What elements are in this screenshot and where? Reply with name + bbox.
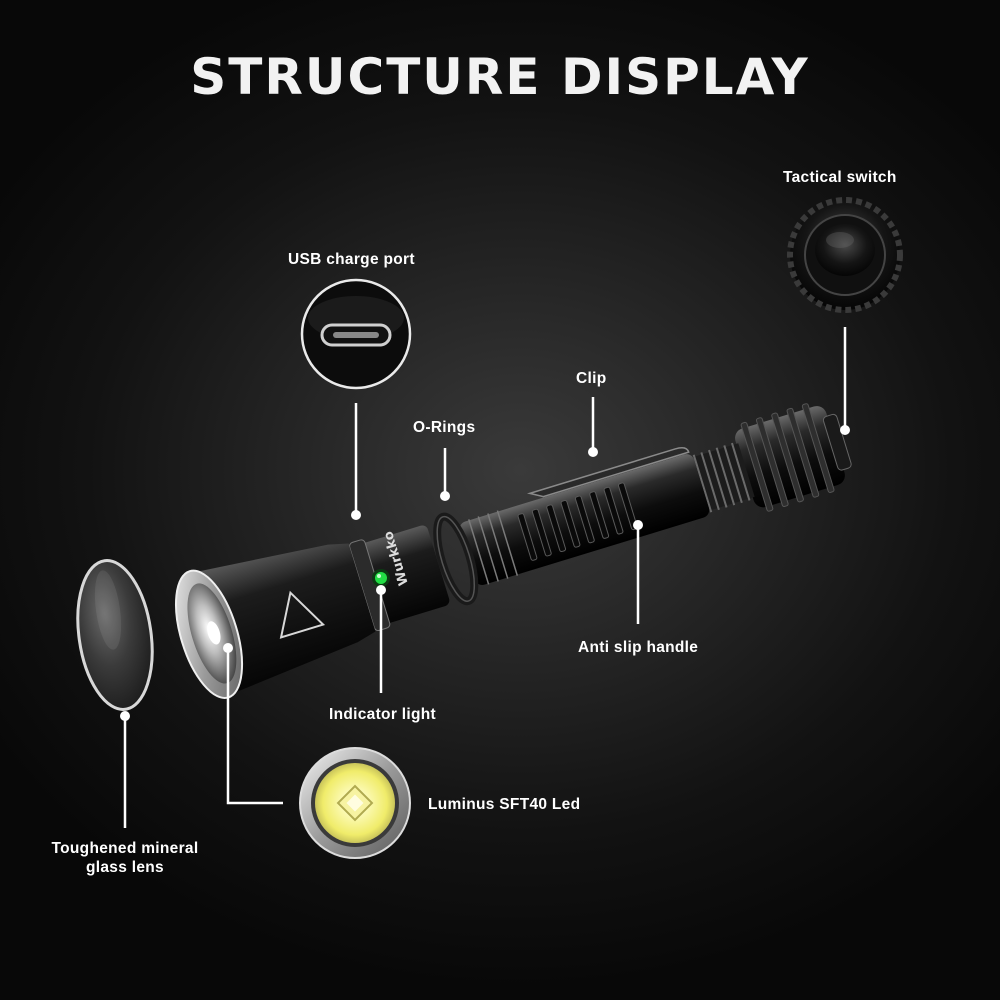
label-usb-charge-port: USB charge port: [288, 251, 415, 268]
page-title: STRUCTURE DISPLAY: [190, 48, 810, 106]
pocket-clip: [526, 446, 690, 498]
label-led: Luminus SFT40 Led: [428, 796, 581, 813]
label-lens-line-1: Toughened mineral: [51, 840, 199, 857]
label-indicator-light: Indicator light: [329, 706, 436, 723]
callout-lines: [123, 327, 847, 828]
flashlight-head: [175, 543, 376, 699]
label-anti-slip-handle: Anti slip handle: [578, 639, 699, 656]
tactical-switch-inset: [787, 197, 903, 313]
tail-cap: [735, 403, 852, 512]
led-inset: [299, 747, 411, 859]
label-lens-line-2: glass lens: [86, 859, 164, 876]
handle-tube: [459, 454, 710, 585]
glass-lens: [76, 559, 154, 711]
callout-dots: [120, 425, 850, 721]
usb-port-inset: [300, 278, 412, 390]
indicator-light: [372, 569, 390, 587]
tail-threads: [690, 442, 755, 513]
flashlight-body: Wurkko: [175, 403, 852, 699]
label-tactical-switch: Tactical switch: [783, 169, 897, 186]
label-o-rings: O-Rings: [413, 419, 476, 436]
label-clip: Clip: [576, 370, 607, 387]
